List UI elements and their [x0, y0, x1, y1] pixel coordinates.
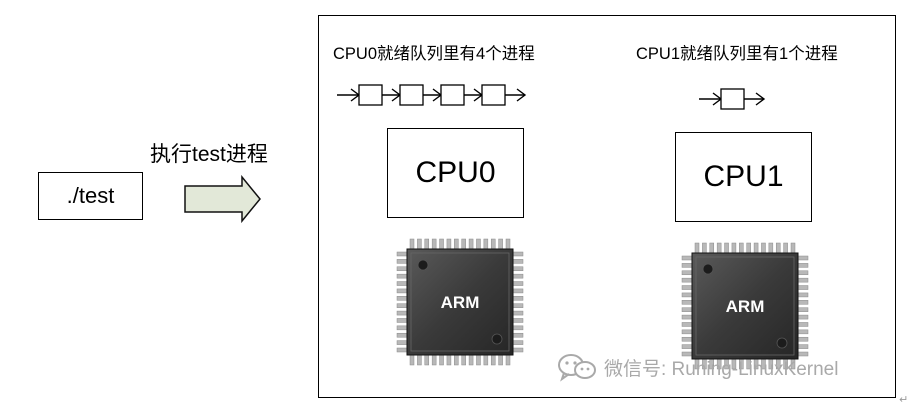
cpu1-label: CPU1: [703, 160, 784, 193]
queue0-title: CPU0就绪队列里有4个进程: [333, 45, 535, 63]
watermark: 微信号: Runing-LinuxKernel: [556, 352, 838, 382]
arm-chip-text: ARM: [726, 297, 765, 316]
cpu0-run-queue: [337, 84, 527, 106]
wechat-icon: [558, 354, 596, 382]
exec-label: 执行test进程: [150, 143, 268, 166]
arm-chip-icon: ARM: [396, 238, 524, 366]
paragraph-mark: ↵: [899, 394, 909, 406]
arm-chip-text: ARM: [441, 293, 480, 312]
test-program-label: ./test: [66, 183, 115, 208]
cpu1-box: CPU1: [675, 132, 812, 222]
test-program-box: ./test: [38, 172, 143, 220]
cpu0-box: CPU0: [387, 128, 524, 218]
watermark-text: 微信号: Runing-LinuxKernel: [604, 358, 839, 380]
queue-process-box: [399, 84, 424, 106]
exec-arrow-icon: [184, 175, 261, 224]
queue1-title: CPU1就绪队列里有1个进程: [636, 45, 838, 63]
queue-process-box: [720, 88, 745, 110]
cpu1-run-queue: [699, 88, 766, 110]
queue-process-box: [481, 84, 506, 106]
queue-process-box: [440, 84, 465, 106]
cpu0-label: CPU0: [415, 156, 496, 189]
queue-process-box: [358, 84, 383, 106]
system-frame: [318, 15, 896, 398]
arm-chip-icon: ARM: [681, 242, 809, 370]
